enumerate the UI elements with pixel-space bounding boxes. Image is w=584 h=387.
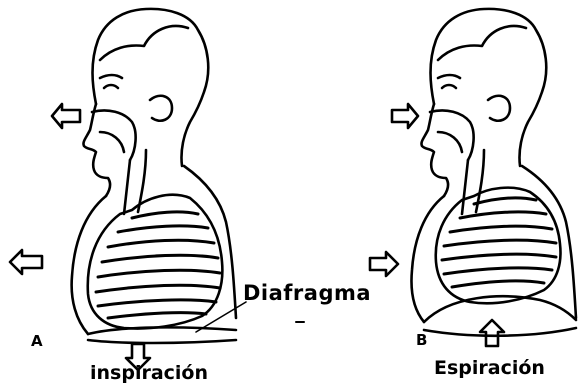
arrow-icon-chest-out-a: [10, 250, 42, 274]
eyebrow-a: [100, 75, 122, 78]
panel-b-letter: B: [416, 333, 427, 348]
airway-cavity-b: [430, 110, 474, 160]
diaphragm-label: Diafragma: [243, 283, 371, 304]
hair-a: [100, 26, 188, 60]
expiration-caption: Espiración: [434, 359, 545, 378]
arrow-icon-exhale-b: [392, 104, 418, 128]
eye-a: [104, 85, 118, 88]
ear-b: [488, 96, 510, 121]
head-outline-b: [431, 9, 547, 166]
panel-a-letter: A: [31, 334, 43, 349]
eyebrow-b: [438, 75, 460, 78]
panel-b: [370, 9, 576, 346]
arrow-icon-inhale-a: [52, 104, 80, 128]
face-profile-b: [421, 104, 448, 196]
arrow-icon-diaphragm-up-b: [480, 320, 504, 346]
belly-line-a: [88, 340, 236, 343]
ear-a: [150, 96, 172, 121]
arrow-icon-chest-in-b: [370, 252, 398, 276]
face-profile-a: [83, 104, 110, 196]
eye-b: [442, 85, 456, 88]
head-outline-a: [93, 9, 209, 166]
diaphragm-b: [424, 296, 576, 322]
airway-cavity-a: [92, 110, 136, 160]
trachea-a: [124, 150, 146, 214]
diaphragm-pointer-a: [196, 302, 246, 332]
panel-a: [10, 9, 246, 370]
inspiration-caption: inspiración: [90, 364, 208, 383]
ribs-b: [442, 198, 556, 287]
diaphragm-a: [88, 327, 236, 334]
hair-b: [438, 26, 526, 60]
ribs-a: [96, 212, 220, 318]
